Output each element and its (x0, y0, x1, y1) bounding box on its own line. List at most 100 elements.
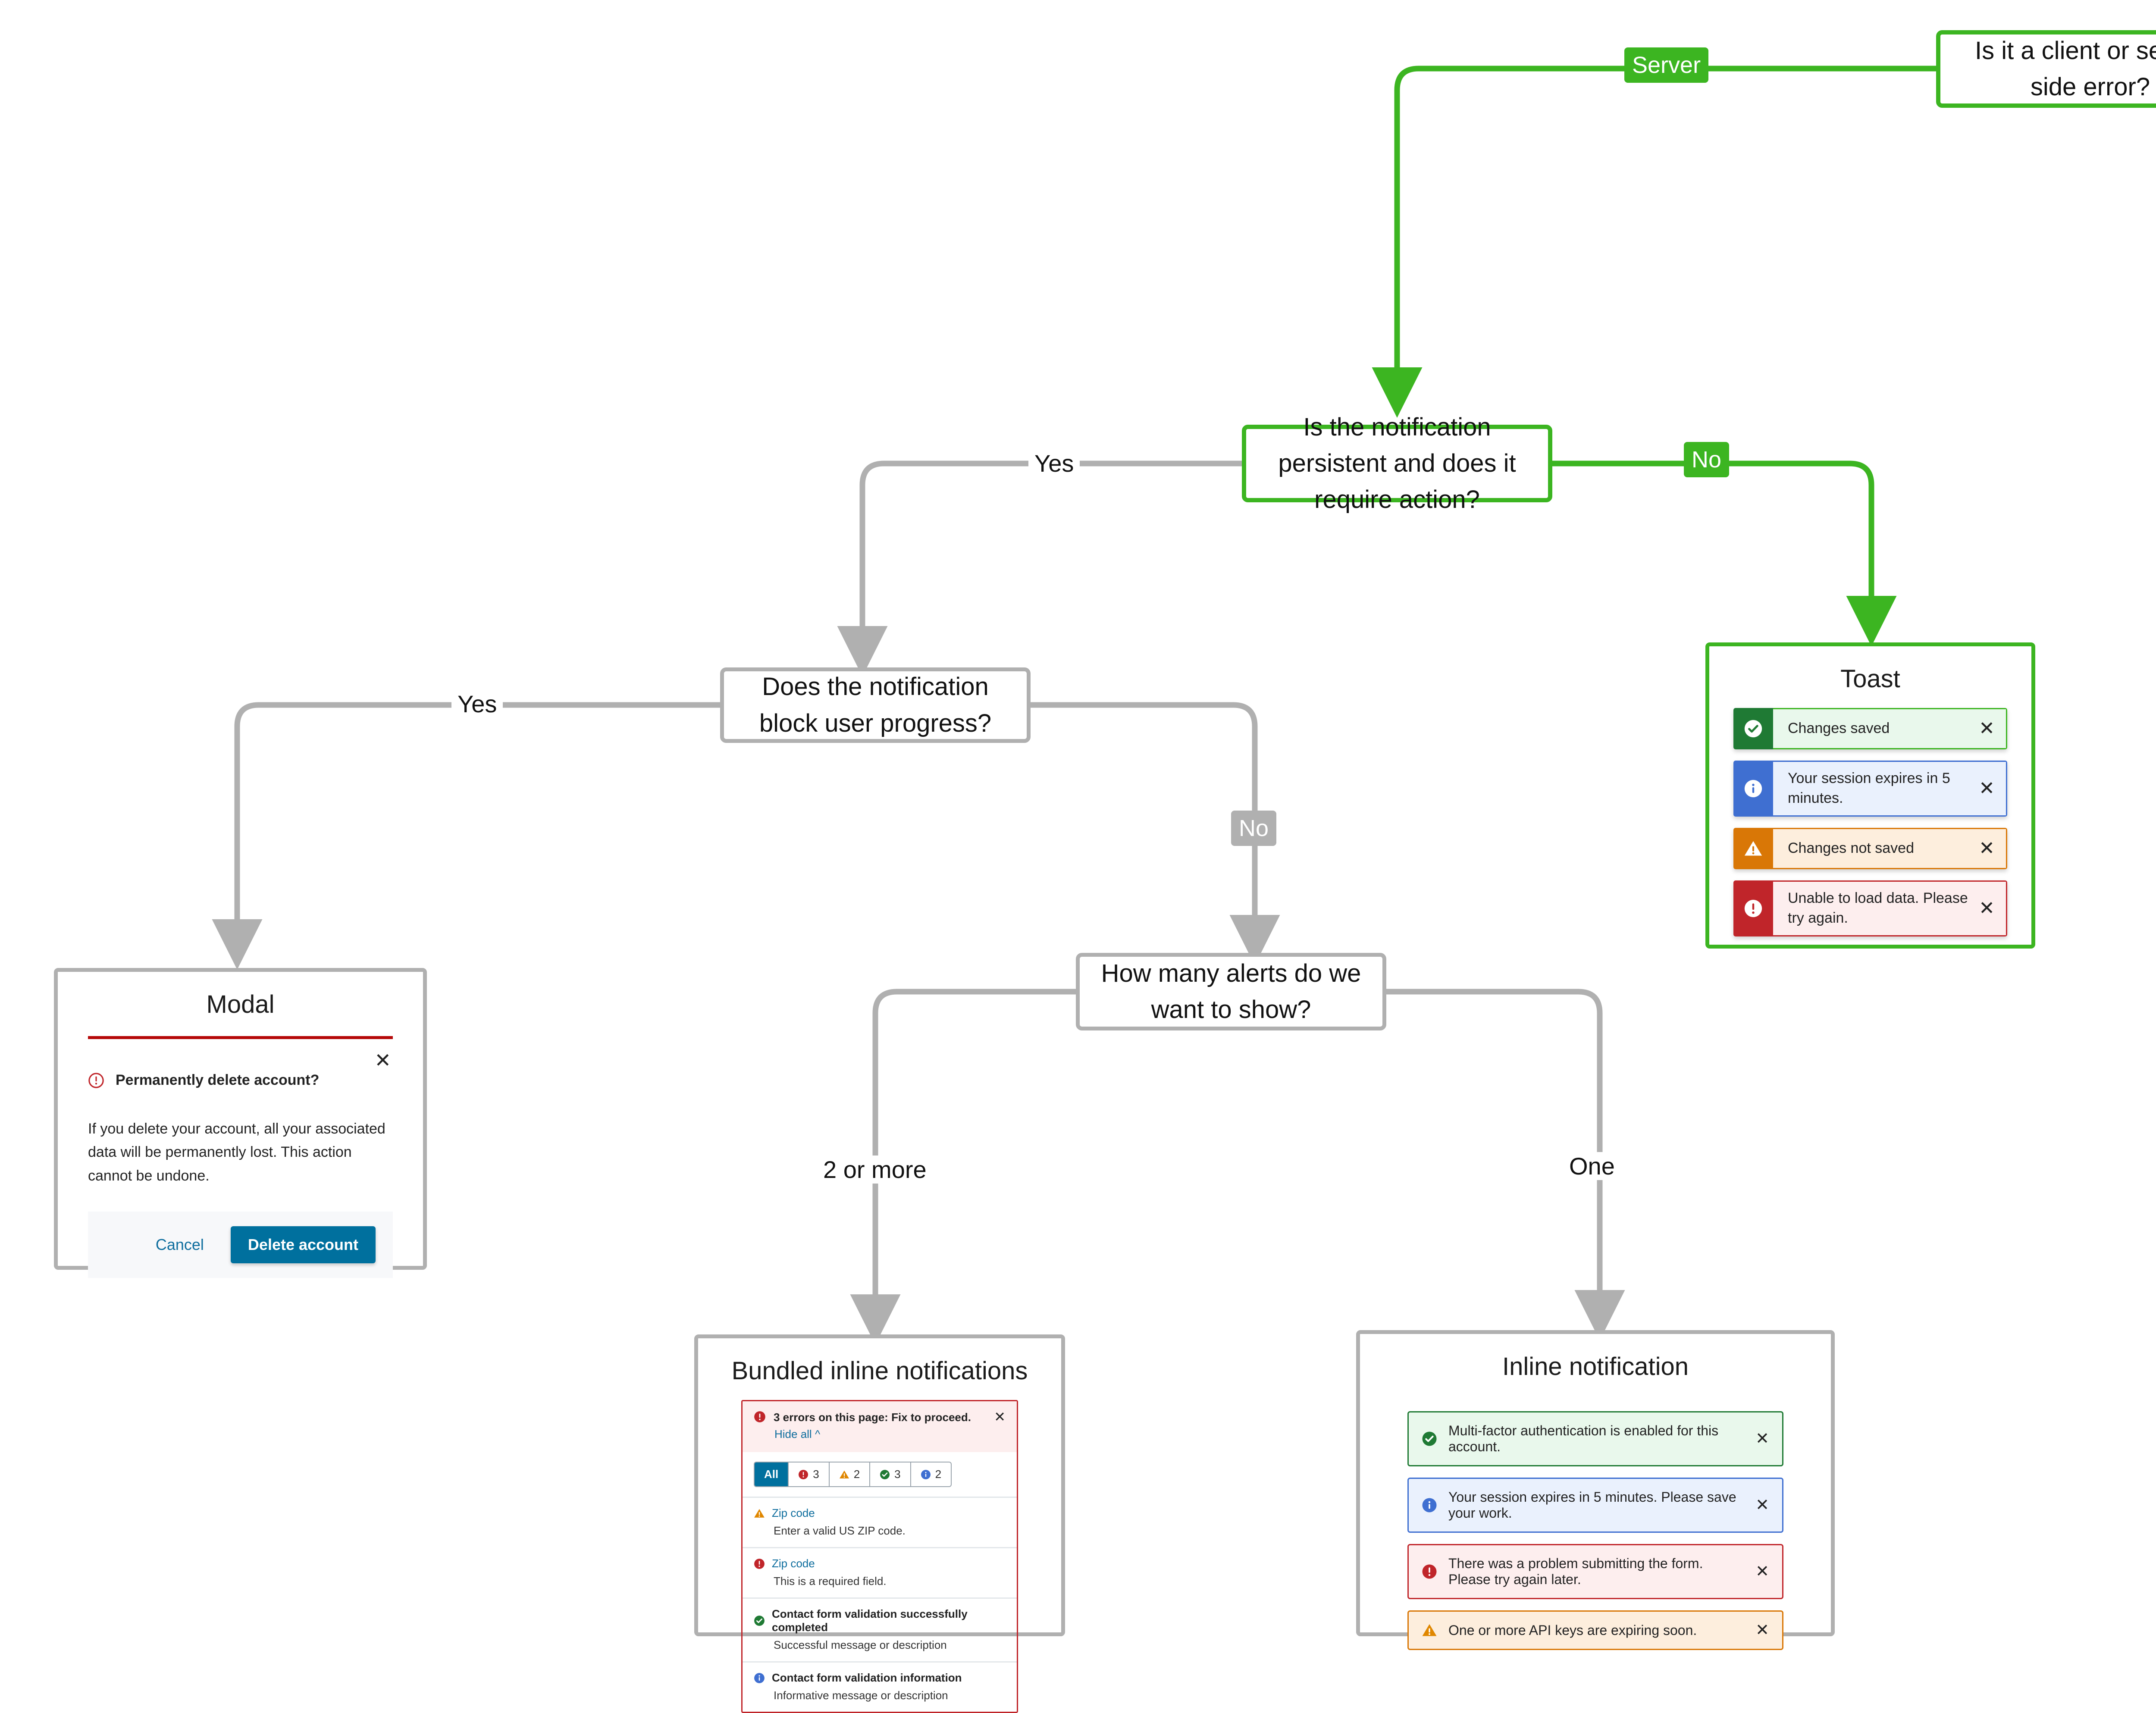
bundled-row: Zip code Enter a valid US ZIP code. (743, 1497, 1017, 1547)
card-inline-title: Inline notification (1502, 1353, 1689, 1381)
edge-badge-server: Server (1624, 47, 1709, 83)
filter-pill-success[interactable]: 3 (869, 1462, 910, 1487)
check-circle-icon (754, 1615, 765, 1626)
decision-node-persistent[interactable]: Is the notification persistent and does … (1242, 413, 1552, 514)
bundled-row: Contact form validation successfully com… (743, 1597, 1017, 1661)
modal-accent-rule (88, 1036, 393, 1039)
check-circle-icon (880, 1469, 890, 1480)
edge-label-two-or-more-text: 2 or more (823, 1156, 927, 1183)
card-toast: Toast Changes saved ✕ Your session expir… (1705, 642, 2035, 949)
decision-node-block-progress[interactable]: Does the notification block user progres… (720, 667, 1031, 743)
inline-notification-message: There was a problem submitting the form.… (1448, 1556, 1703, 1587)
card-toast-title: Toast (1840, 665, 1900, 693)
edge-label-yes-block-text: Yes (458, 690, 497, 717)
bundled-row-desc: Successful message or description (774, 1638, 947, 1651)
inline-notification-item[interactable]: One or more API keys are expiring soon. … (1407, 1610, 1783, 1650)
close-icon[interactable]: ✕ (1755, 1621, 1769, 1639)
filter-pill-info-count: 2 (935, 1468, 942, 1481)
decision-node-how-many-alerts-label: How many alerts do we want to show? (1101, 959, 1361, 1024)
bundled-row: Contact form validation information Info… (743, 1661, 1017, 1712)
card-bundled-inline-notifications: Bundled inline notifications ✕ 3 errors … (694, 1334, 1065, 1713)
close-icon[interactable]: ✕ (1755, 1496, 1769, 1514)
toast-item[interactable]: Unable to load data. Please try again. ✕ (1733, 880, 2007, 936)
toast-item[interactable]: Changes saved ✕ (1733, 708, 2007, 749)
cancel-button[interactable]: Cancel (155, 1236, 204, 1254)
inline-left: Multi-factor authentication is enabled f… (1422, 1423, 1746, 1455)
decision-node-how-many-alerts[interactable]: How many alerts do we want to show? (1076, 953, 1386, 1030)
filter-pill-all-label: All (764, 1468, 779, 1481)
bundled-notification-panel: ✕ 3 errors on this page: Fix to proceed.… (741, 1400, 1018, 1713)
toast-message: Changes not saved (1788, 839, 1914, 856)
bundled-row-desc: Informative message or description (774, 1689, 948, 1702)
check-circle-icon (1733, 708, 1773, 749)
close-icon[interactable]: ✕ (1979, 718, 1995, 739)
edge-label-one-text: One (1569, 1152, 1615, 1180)
bundled-row-title[interactable]: Zip code (772, 1506, 815, 1519)
toast-message: Changes saved (1788, 720, 1890, 737)
edge-label-yes-block: Yes (451, 690, 503, 718)
edge-badge-no-persistent-label: No (1692, 447, 1722, 473)
toast-list: Changes saved ✕ Your session expires in … (1733, 708, 2007, 936)
close-icon[interactable]: ✕ (1979, 837, 1995, 859)
filter-pill-errors[interactable]: 3 (788, 1462, 829, 1487)
toast-message: Unable to load data. Please try again. (1788, 889, 1968, 926)
modal-description: If you delete your account, all your ass… (88, 1121, 385, 1184)
edge-badge-no-block: No (1231, 811, 1277, 846)
edge-badge-no-block-label: No (1239, 815, 1269, 841)
inline-left: One or more API keys are expiring soon. (1422, 1622, 1697, 1638)
toast-message: Your session expires in 5 minutes. (1788, 770, 1950, 806)
toast-body: Changes saved ✕ (1773, 708, 2007, 749)
info-circle-icon (1733, 761, 1773, 817)
bundled-summary-row: 3 errors on this page: Fix to proceed. (754, 1411, 1006, 1424)
error-circle-icon (1733, 880, 1773, 936)
card-modal-title: Modal (206, 990, 275, 1018)
flowchart-canvas: Is it a client or server side error? Is … (54, 30, 2156, 1713)
close-icon[interactable]: ✕ (1979, 897, 1995, 919)
bundled-row-head: Contact form validation information (754, 1671, 1006, 1685)
delete-account-button[interactable]: Delete account (230, 1226, 376, 1264)
decision-node-block-progress-label: Does the notification block user progres… (759, 673, 992, 737)
inline-notification-item[interactable]: Multi-factor authentication is enabled f… (1407, 1411, 1783, 1466)
info-circle-icon (754, 1672, 765, 1684)
hide-all-toggle[interactable]: Hide all ^ (774, 1428, 1006, 1441)
toast-body: Changes not saved ✕ (1773, 827, 2007, 869)
bundled-summary-text: 3 errors on this page: Fix to proceed. (774, 1411, 971, 1424)
bundled-row-head: Zip code (754, 1557, 1006, 1570)
warning-triangle-icon (754, 1508, 765, 1519)
inline-notification-item[interactable]: There was a problem submitting the form.… (1407, 1544, 1783, 1599)
close-icon[interactable]: ✕ (1979, 777, 1995, 799)
close-icon[interactable]: ✕ (374, 1049, 391, 1071)
bundled-row-title[interactable]: Zip code (772, 1557, 815, 1570)
filter-pill-info[interactable]: 2 (910, 1462, 952, 1487)
edge-label-one: One (1563, 1152, 1621, 1180)
bundled-row-head: Zip code (754, 1506, 1006, 1520)
decision-node-root-label: Is it a client or server side error? (1974, 36, 2156, 101)
card-inline-notification: Inline notification Multi-factor authent… (1356, 1330, 1835, 1650)
filter-pill-warnings[interactable]: 2 (828, 1462, 870, 1487)
decision-node-root[interactable]: Is it a client or server side error? (1936, 30, 2156, 108)
chevron-up-icon: ^ (815, 1428, 821, 1441)
bundled-filter-pills: All 3 2 3 (743, 1452, 1017, 1497)
inline-notification-list: Multi-factor authentication is enabled f… (1407, 1411, 1783, 1650)
edge-label-yes-persistent-text: Yes (1034, 450, 1074, 477)
hide-all-label: Hide all (774, 1428, 812, 1441)
close-icon[interactable]: ✕ (994, 1409, 1006, 1425)
warning-triangle-icon (1422, 1622, 1437, 1638)
bundled-row-desc: Enter a valid US ZIP code. (774, 1524, 906, 1537)
filter-pill-warnings-count: 2 (853, 1468, 860, 1481)
inline-notification-message: One or more API keys are expiring soon. (1448, 1622, 1697, 1638)
card-modal: Modal ✕ Permanently delete account? If y… (54, 968, 427, 1278)
bundled-row-title: Contact form validation successfully com… (772, 1607, 968, 1634)
modal-footer: Cancel Delete account (88, 1212, 393, 1278)
warning-triangle-icon (839, 1469, 849, 1480)
close-icon[interactable]: ✕ (1755, 1430, 1769, 1448)
modal-close-row: ✕ (58, 1039, 423, 1070)
toast-body: Your session expires in 5 minutes. ✕ (1773, 761, 2007, 817)
filter-pill-all[interactable]: All (754, 1462, 788, 1487)
toast-item[interactable]: Changes not saved ✕ (1733, 827, 2007, 869)
error-circle-icon (1422, 1564, 1437, 1579)
toast-item[interactable]: Your session expires in 5 minutes. ✕ (1733, 761, 2007, 817)
inline-notification-item[interactable]: Your session expires in 5 minutes. Pleas… (1407, 1478, 1783, 1533)
close-icon[interactable]: ✕ (1755, 1563, 1769, 1581)
inline-left: Your session expires in 5 minutes. Pleas… (1422, 1489, 1746, 1521)
